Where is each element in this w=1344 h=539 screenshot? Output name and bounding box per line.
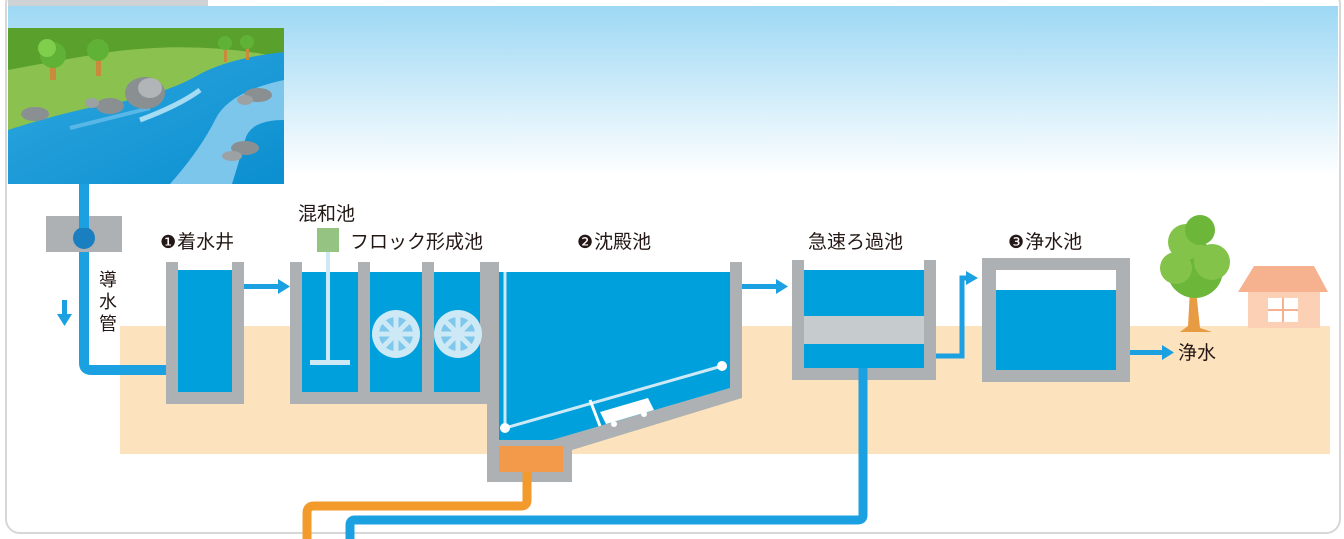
valve-icon	[73, 227, 95, 249]
flow-arrow	[244, 279, 290, 294]
floc-basin	[290, 228, 492, 404]
sedimentation-basin	[487, 262, 742, 482]
river-scene	[8, 28, 284, 184]
label-mixing-basin: 混和池	[298, 203, 356, 225]
label-clear-well: ❸浄水池	[1008, 231, 1083, 253]
rapid-filter	[792, 260, 936, 380]
label-receiving-well: ❶着水井	[160, 231, 235, 253]
backwash-pipe	[345, 368, 868, 539]
agitator-icon	[372, 310, 420, 358]
flow-arrow	[742, 279, 788, 294]
intake-pipe	[46, 184, 178, 375]
filter-to-clear-pipe	[936, 271, 978, 359]
sludge-collector-icon	[588, 398, 654, 427]
label-sedimentation: ❷沈殿池	[577, 231, 652, 253]
label-floc-basin: フロック形成池	[350, 231, 484, 253]
label-conduit: 導 水 管	[99, 270, 117, 335]
receiving-well	[166, 262, 244, 404]
agitator-icon	[434, 310, 482, 358]
flow-arrow	[1130, 345, 1174, 360]
label-rapid-filter: 急速ろ過池	[808, 231, 904, 253]
arrow-down-icon	[57, 300, 72, 326]
label-clean-water: 浄水	[1178, 342, 1217, 364]
tree-icon	[1160, 215, 1230, 332]
house-icon	[1238, 266, 1328, 328]
mixer-icon	[317, 228, 339, 252]
clear-well	[982, 258, 1130, 382]
sludge-pipe	[302, 472, 532, 539]
